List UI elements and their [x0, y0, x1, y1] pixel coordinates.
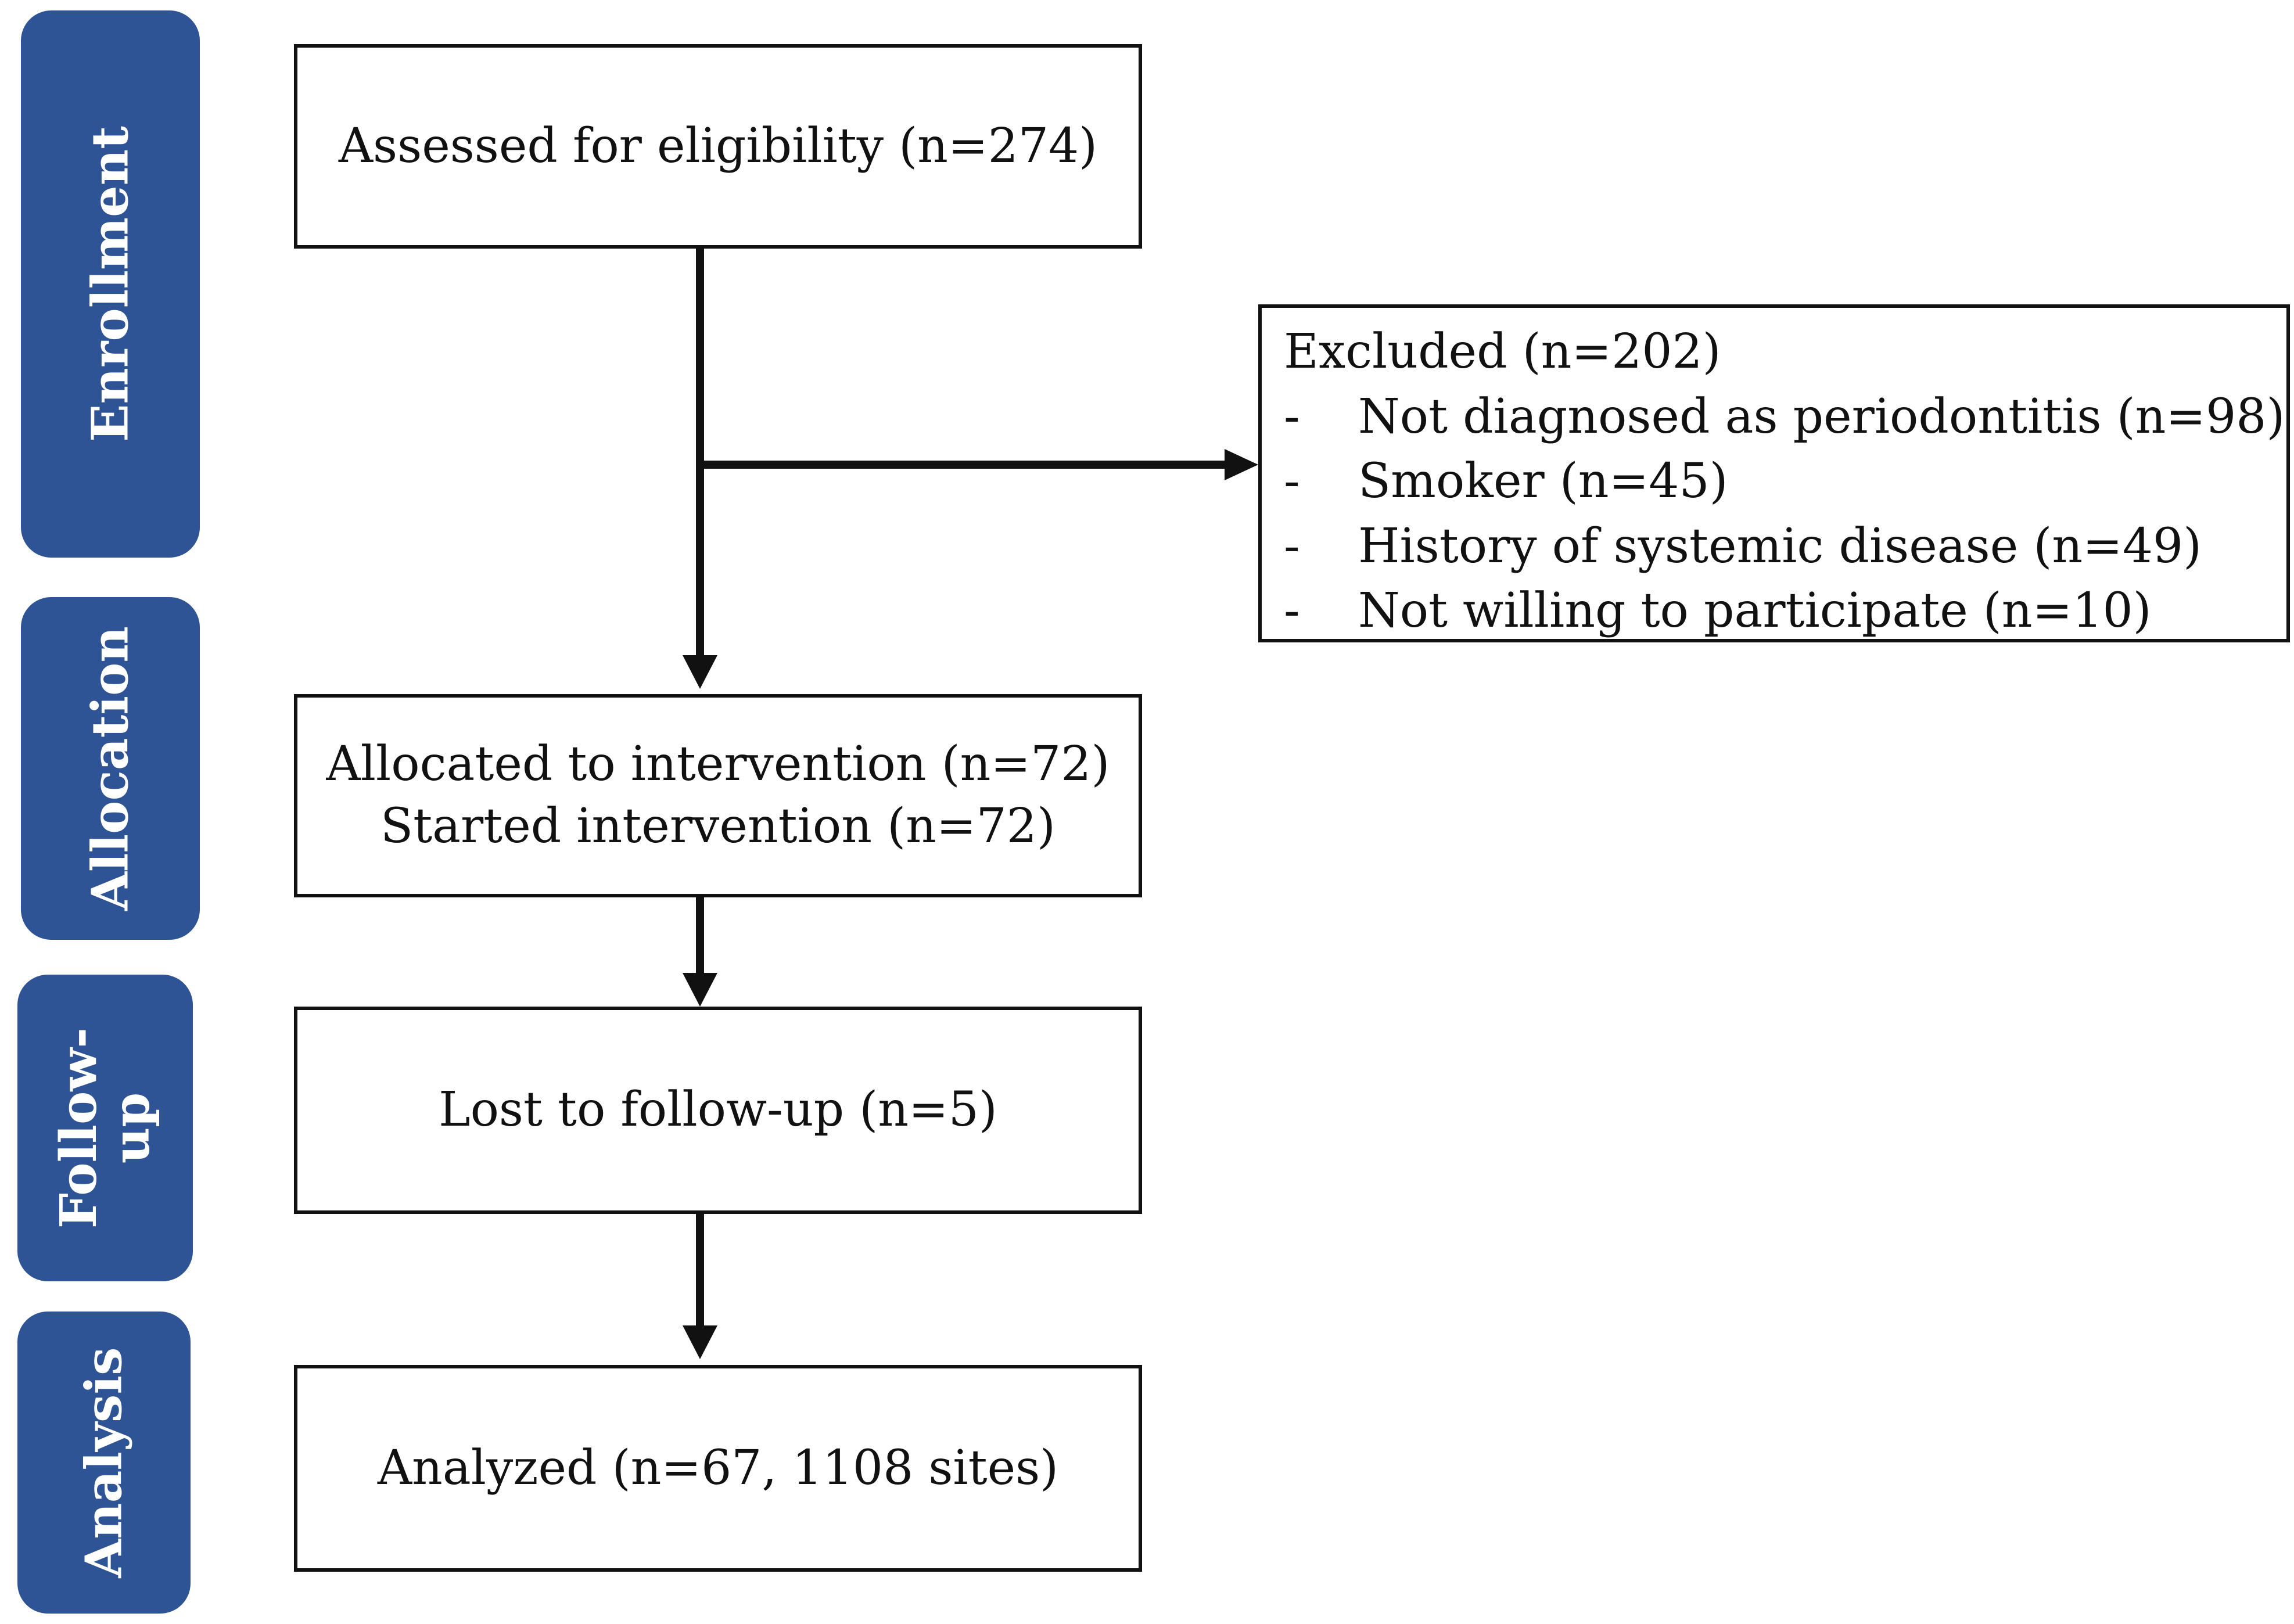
phase-allocation: Allocation: [21, 597, 200, 940]
arrowhead-to-allocation: [683, 655, 717, 689]
phase-analysis: Analysis: [17, 1312, 191, 1614]
box-lost-follow-up: Lost to follow-up (n=5): [294, 1007, 1142, 1214]
box-allocated-line1: Allocated to intervention (n=72): [326, 736, 1110, 792]
excluded-reason-item: - History of systemic disease (n=49): [1284, 514, 2286, 579]
bullet-dash: -: [1284, 454, 1300, 509]
box-analyzed-text: Analyzed (n=67, 1108 sites): [377, 1440, 1059, 1496]
arrowhead-to-excluded: [1225, 449, 1258, 480]
box-lost-follow-up-text: Lost to follow-up (n=5): [439, 1082, 997, 1138]
bullet-dash: -: [1284, 583, 1300, 639]
box-assessed-eligibility: Assessed for eligibility (n=274): [294, 44, 1142, 249]
box-analyzed: Analyzed (n=67, 1108 sites): [294, 1365, 1142, 1572]
bullet-dash: -: [1284, 389, 1300, 444]
excluded-title: Excluded (n=202): [1284, 324, 1721, 379]
excluded-reason-text: History of systemic disease (n=49): [1358, 518, 2202, 574]
excluded-reason-item: - Not diagnosed as periodontitis (n=98): [1284, 385, 2286, 450]
arrowhead-to-followup: [683, 973, 717, 1007]
excluded-reason-text: Smoker (n=45): [1358, 454, 1728, 509]
phase-follow-up: Follow- up: [17, 975, 193, 1281]
box-assessed-eligibility-text: Assessed for eligibility (n=274): [338, 118, 1098, 174]
excluded-reason-text: Not diagnosed as periodontitis (n=98): [1358, 389, 2285, 444]
excluded-reason-item: - Not willing to participate (n=10): [1284, 579, 2286, 644]
excluded-reasons-list: - Not diagnosed as periodontitis (n=98) -…: [1284, 385, 2286, 644]
box-allocated-line2: Started intervention (n=72): [380, 799, 1056, 854]
box-excluded: Excluded (n=202) - Not diagnosed as perio…: [1258, 304, 2290, 642]
excluded-reason-item: - Smoker (n=45): [1284, 449, 2286, 514]
excluded-reason-text: Not willing to participate (n=10): [1358, 583, 2152, 639]
arrowhead-to-analysis: [683, 1325, 717, 1359]
box-allocated: Allocated to intervention (n=72) Started…: [294, 694, 1142, 897]
bullet-dash: -: [1284, 518, 1300, 574]
phase-enrollment: Enrollment: [21, 10, 200, 558]
